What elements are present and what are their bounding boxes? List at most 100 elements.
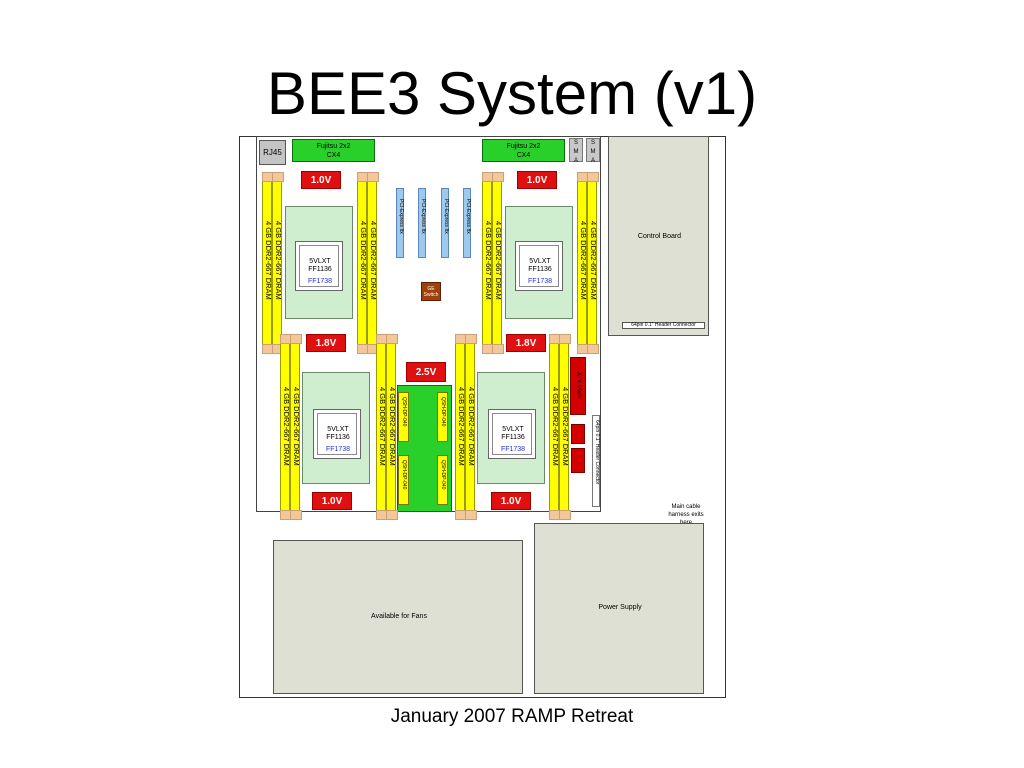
fpga-label-2: FF1136 — [528, 266, 552, 273]
dimm-top-left-4: 4 GB DDR2-667 DRAM — [367, 172, 379, 354]
qsh-connector-4: QSH-DP-040 — [437, 455, 448, 505]
regulator-2v5: 2.5V — [406, 362, 446, 382]
power-supply: Power Supply — [534, 523, 704, 694]
qsh-connector-1: QSH-DP-040 — [398, 392, 409, 442]
qsh-label: QSH-DP-040 — [440, 460, 446, 490]
fpga-label-2: FF1136 — [501, 434, 525, 441]
dimm-label: 4 GB DDR2-667 DRAM — [551, 387, 560, 466]
qsh-connector-2: QSH-DP-040 — [437, 392, 448, 442]
pcie-label: PCI-Express 8x — [420, 199, 426, 234]
pcie-slot-3: PCI-Express 8x — [441, 188, 449, 258]
ge-switch-label-bottom: Switch — [423, 292, 439, 298]
dimm-bottom-left-4: 4 GB DDR2-667 DRAM — [386, 334, 398, 520]
cx4-label-top: Fujitsu 2x2 — [316, 143, 351, 150]
atx-power-connector: ATX PWR — [570, 357, 586, 415]
atx-power-label: ATX PWR — [575, 372, 581, 399]
rj45-connector: RJ45 — [259, 140, 286, 165]
cable-note-line-1: Main cable — [671, 504, 701, 510]
cx4-label-bottom: CX4 — [326, 152, 341, 159]
fpga-label-3: FF1738 — [500, 446, 526, 453]
regulator-1v8-right: 1.8V — [506, 334, 546, 352]
power-component-2 — [571, 448, 585, 473]
header-connector-vertical: 64pin 0.1" Header Connector — [592, 415, 600, 507]
sma-connector-1: S M A — [569, 138, 583, 164]
dimm-top-left-3: 4 GB DDR2-667 DRAM — [357, 172, 369, 354]
power-supply-label: Power Supply — [598, 604, 642, 611]
fpga-package-top-right: 5VLXT FF1136 FF1738 — [505, 206, 573, 319]
fpga-label-1: 5VLXT — [327, 426, 349, 433]
pcie-label: PCI-Express 8x — [465, 199, 471, 234]
dimm-label: 4 GB DDR2-667 DRAM — [484, 221, 493, 300]
qsh-label: QSH-DP-040 — [401, 460, 407, 490]
fpga-label-2: FF1136 — [326, 434, 350, 441]
rj45-label: RJ45 — [263, 148, 282, 157]
dimm-label: 4 GB DDR2-667 DRAM — [467, 387, 476, 466]
dimm-label: 4 GB DDR2-667 DRAM — [561, 387, 570, 466]
dimm-label: 4 GB DDR2-667 DRAM — [388, 387, 397, 466]
pcie-label: PCI-Express 8x — [443, 199, 449, 234]
dimm-bottom-left-3: 4 GB DDR2-667 DRAM — [376, 334, 388, 520]
dimm-label: 4 GB DDR2-667 DRAM — [264, 221, 273, 300]
cx4-connector-right: Fujitsu 2x2 CX4 — [482, 139, 565, 162]
pcie-slot-4: PCI-Express 8x — [463, 188, 471, 258]
cx4-label-top: Fujitsu 2x2 — [506, 143, 541, 150]
ge-switch-label-top: GE — [427, 286, 435, 292]
qsh-connector-3: QSH-DP-040 — [398, 455, 409, 505]
fpga-package-bottom-right: 5VLXT FF1136 FF1738 — [477, 372, 545, 484]
regulator-1v0-top-left: 1.0V — [301, 171, 341, 189]
dimm-top-right-3: 4 GB DDR2-667 DRAM — [577, 172, 589, 354]
ge-switch: GE Switch — [421, 282, 441, 301]
cable-note-line-2: harness exits — [668, 512, 704, 518]
dimm-bottom-left-2: 4 GB DDR2-667 DRAM — [290, 334, 302, 520]
fpga-chip: 5VLXT FF1136 FF1738 — [313, 409, 361, 459]
pcie-slot-1: PCI-Express 8x — [396, 188, 404, 258]
dimm-label: 4 GB DDR2-667 DRAM — [282, 387, 291, 466]
sma-connector-2: S M A — [586, 138, 600, 164]
fans-area: Available for Fans — [273, 540, 523, 694]
regulator-1v0-bottom-right: 1.0V — [491, 492, 531, 510]
fpga-label-1: 5VLXT — [309, 258, 331, 265]
slide-title: BEE3 System (v1) — [266, 60, 758, 127]
fpga-chip: 5VLXT FF1136 FF1738 — [515, 241, 563, 291]
fpga-package-bottom-left: 5VLXT FF1136 FF1738 — [302, 372, 370, 484]
dimm-top-right-1: 4 GB DDR2-667 DRAM — [482, 172, 494, 354]
dimm-label: 4 GB DDR2-667 DRAM — [494, 221, 503, 300]
fpga-label-3: FF1738 — [527, 278, 553, 285]
dimm-bottom-right-3: 4 GB DDR2-667 DRAM — [549, 334, 561, 520]
header-connector-vertical-label: 64pin 0.1" Header Connector — [594, 420, 600, 485]
control-board: Control Board 64pin 0.1" Header Connecto… — [608, 136, 709, 336]
dimm-label: 4 GB DDR2-667 DRAM — [359, 221, 368, 300]
dimm-top-right-2: 4 GB DDR2-667 DRAM — [492, 172, 504, 354]
fpga-label-1: 5VLXT — [529, 258, 551, 265]
dimm-label: 4 GB DDR2-667 DRAM — [369, 221, 378, 300]
fpga-label-1: 5VLXT — [502, 426, 524, 433]
fpga-package-top-left: 5VLXT FF1136 FF1738 — [285, 206, 353, 319]
regulator-1v0-bottom-left: 1.0V — [312, 492, 352, 510]
regulator-1v0-top-right: 1.0V — [517, 171, 557, 189]
dimm-top-left-1: 4 GB DDR2-667 DRAM — [262, 172, 274, 354]
cx4-label-bottom: CX4 — [516, 152, 531, 159]
header-connector-horizontal-label: 64pin 0.1" Header Connector — [631, 322, 696, 328]
header-connector-horizontal: 64pin 0.1" Header Connector — [622, 322, 705, 329]
dimm-label: 4 GB DDR2-667 DRAM — [378, 387, 387, 466]
qsh-label: QSH-DP-040 — [401, 397, 407, 427]
dimm-label: 4 GB DDR2-667 DRAM — [292, 387, 301, 466]
dimm-top-right-4: 4 GB DDR2-667 DRAM — [587, 172, 599, 354]
pcie-label: PCI-Express 8x — [398, 199, 404, 234]
slide-footer: January 2007 RAMP Retreat — [390, 706, 634, 727]
control-board-label: Control Board — [637, 233, 682, 240]
dimm-top-left-2: 4 GB DDR2-667 DRAM — [272, 172, 284, 354]
regulator-1v8-left: 1.8V — [306, 334, 346, 352]
dimm-bottom-left-1: 4 GB DDR2-667 DRAM — [280, 334, 292, 520]
fpga-label-3: FF1738 — [325, 446, 351, 453]
fpga-chip: 5VLXT FF1136 FF1738 — [295, 241, 343, 291]
dimm-label: 4 GB DDR2-667 DRAM — [274, 221, 283, 300]
fpga-label-3: FF1738 — [307, 278, 333, 285]
pcie-slot-2: PCI-Express 8x — [418, 188, 426, 258]
qsh-label: QSH-DP-040 — [440, 397, 446, 427]
dimm-bottom-right-2: 4 GB DDR2-667 DRAM — [465, 334, 477, 520]
power-component-1 — [571, 424, 585, 444]
fpga-label-2: FF1136 — [308, 266, 332, 273]
dimm-bottom-right-4: 4 GB DDR2-667 DRAM — [559, 334, 571, 520]
dimm-label: 4 GB DDR2-667 DRAM — [579, 221, 588, 300]
